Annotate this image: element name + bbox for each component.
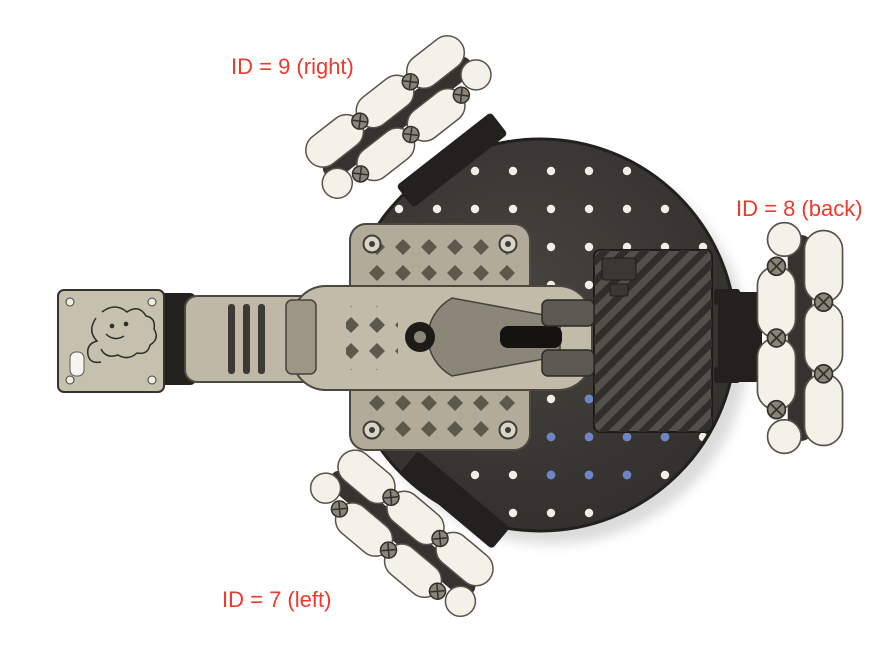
label-wheel-8-back: ID = 8 (back) bbox=[736, 196, 863, 221]
label-wheel-7-left: ID = 7 (left) bbox=[222, 587, 332, 612]
wheel-mount-8 bbox=[718, 292, 762, 382]
vent-panel bbox=[593, 249, 713, 433]
label-wheel-9-right: ID = 9 (right) bbox=[231, 54, 354, 79]
bull-logo bbox=[86, 306, 157, 364]
gripper-plate bbox=[57, 289, 165, 393]
gripper-slot bbox=[500, 326, 562, 348]
omni-wheel-8 bbox=[757, 223, 842, 454]
robot-arm bbox=[57, 285, 595, 393]
wheel-mount-7 bbox=[401, 452, 509, 548]
wheel-mount-9 bbox=[397, 113, 507, 207]
gripper-finger-top bbox=[541, 299, 595, 327]
mount-screws bbox=[362, 234, 518, 440]
gripper-finger-bottom bbox=[541, 349, 595, 377]
arm-main-body bbox=[285, 285, 595, 391]
